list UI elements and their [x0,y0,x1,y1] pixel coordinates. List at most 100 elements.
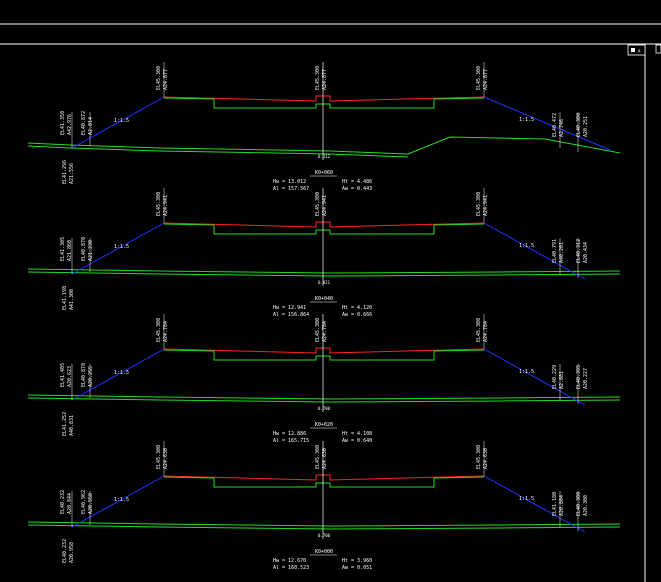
left-toe-elev-label: EL40.232 [60,490,66,514]
ground-line-lower [27,397,621,403]
left-toe-code-label: A21.860 [67,240,73,261]
left-slope-label: 1:1.5 [114,370,129,376]
center-code-label: A24.784 [322,321,328,342]
left-mid-elev-label: EL40.878 [81,363,87,387]
station-label: K0+040 [315,296,333,302]
right-slope-line [483,96,611,151]
right-far-code-label: A20.434 [583,242,589,263]
left-toe-code-label: A20.623 [67,366,73,387]
left-mid-code-label: A20.255 [88,366,94,387]
ground-line [27,268,621,274]
ground-line-lower [27,271,621,277]
left-mid-code-label: A2.814 [88,117,94,135]
left-extra-elev-label: EL41.198 [62,286,68,310]
top-left-code-label: A24.784 [163,321,169,342]
toolbar-widget[interactable]: A [627,44,646,56]
ground-center-label: 0.700 [318,533,331,538]
right-toe-elev-label: EL40.229 [552,365,558,389]
right-far-elev-label: EL40.312 [576,239,582,263]
top-left-elev-label: EL45.300 [156,318,162,342]
left-extra-elev-label: EL40.232 [62,539,68,563]
ground-line-lower [27,524,621,530]
top-left-code-label: A24.941 [163,195,169,216]
left-extra-code-label: A20.958 [69,542,75,563]
top-left-code-label: A24.630 [163,448,169,469]
right-toe-elev-label: EL40.472 [552,113,558,137]
center-elev-label: EL45.300 [315,192,321,216]
ht-label: Ht = 4.486 [342,179,372,185]
right-toe-code-label: A40.201 [559,242,565,263]
aw-label: Aw = 0.051 [342,565,372,571]
top-left-code-label: A24.877 [163,69,169,90]
left-slope-line [71,96,165,149]
left-slope-line [71,222,165,275]
top-right-code-label: A24.630 [483,448,489,469]
station-label: K0+060 [315,170,333,176]
aw-label: Aw = 0.666 [342,312,372,318]
right-toe-code-label: A2.881 [559,371,565,389]
left-mid-code-label: A21.230 [88,240,94,261]
left-mid-elev-label: EL40.872 [81,111,87,135]
top-right-elev-label: EL45.300 [476,66,482,90]
top-right-code-label: A24.877 [483,69,489,90]
left-slope-label: 1:1.5 [114,497,129,503]
station-label: K0+000 [315,549,333,555]
corner-box [655,44,661,54]
left-extra-code-label: A40.831 [69,415,75,436]
square-icon [631,48,635,52]
top-right-elev-label: EL45.300 [476,445,482,469]
right-far-elev-label: EL40.300 [576,113,582,137]
left-toe-elev-label: EL41.405 [60,363,66,387]
top-right-code-label: A24.784 [483,321,489,342]
station-label: K0+020 [315,422,333,428]
left-extra-code-label: A21.556 [69,163,75,184]
top-right-elev-label: EL45.300 [476,318,482,342]
center-code-label: A24.630 [322,448,328,469]
aw-label: Aw = 0.640 [342,438,372,444]
ground-line [27,521,621,527]
right-slope-label: 1:1.5 [519,117,534,123]
ht-label: Ht = 4.108 [342,431,372,437]
left-slope-label: 1:1.5 [114,244,129,250]
left-toe-elev-label: EL41.305 [60,237,66,261]
hw-label: Hw = 12.670 [273,558,306,564]
hw-label: Hw = 12.941 [273,305,306,311]
center-code-label: A24.941 [322,195,328,216]
right-toe-elev-label: EL41.180 [552,492,558,516]
al-label: Al = 156.864 [273,312,309,318]
ground-center-label: 0.021 [318,280,331,285]
left-extra-code-label: A41.300 [69,289,75,310]
right-slope-line [483,222,586,280]
ground-center-label: 0.112 [318,154,331,159]
right-far-code-label: A20.251 [583,116,589,137]
ht-label: Ht = 3.960 [342,558,372,564]
right-slope-label: 1:1.5 [519,496,534,502]
ground-center-label: 0.700 [318,406,331,411]
left-mid-elev-label: EL40.870 [81,237,87,261]
left-toe-code-label: A42.976 [67,114,73,135]
right-slope-label: 1:1.5 [519,243,534,249]
center-elev-label: EL45.300 [315,445,321,469]
right-far-elev-label: EL40.395 [576,365,582,389]
left-mid-elev-label: EL40.962 [81,490,87,514]
ht-label: Ht = 4.120 [342,305,372,311]
right-toe-code-label: A2.746 [559,119,565,137]
al-label: Al = 165.715 [273,438,309,444]
ground-line-lower [27,145,409,158]
ground-line [27,394,621,400]
toolbar-box [627,44,646,56]
right-far-code-label: A20.300 [583,495,589,516]
top-left-elev-label: EL45.300 [156,445,162,469]
left-toe-code-label: A20.844 [67,493,73,514]
left-toe-elev-label: EL41.350 [60,111,66,135]
right-toe-code-label: A20.804 [559,495,565,516]
center-code-label: A24.877 [322,69,328,90]
left-extra-elev-label: EL41.252 [62,412,68,436]
